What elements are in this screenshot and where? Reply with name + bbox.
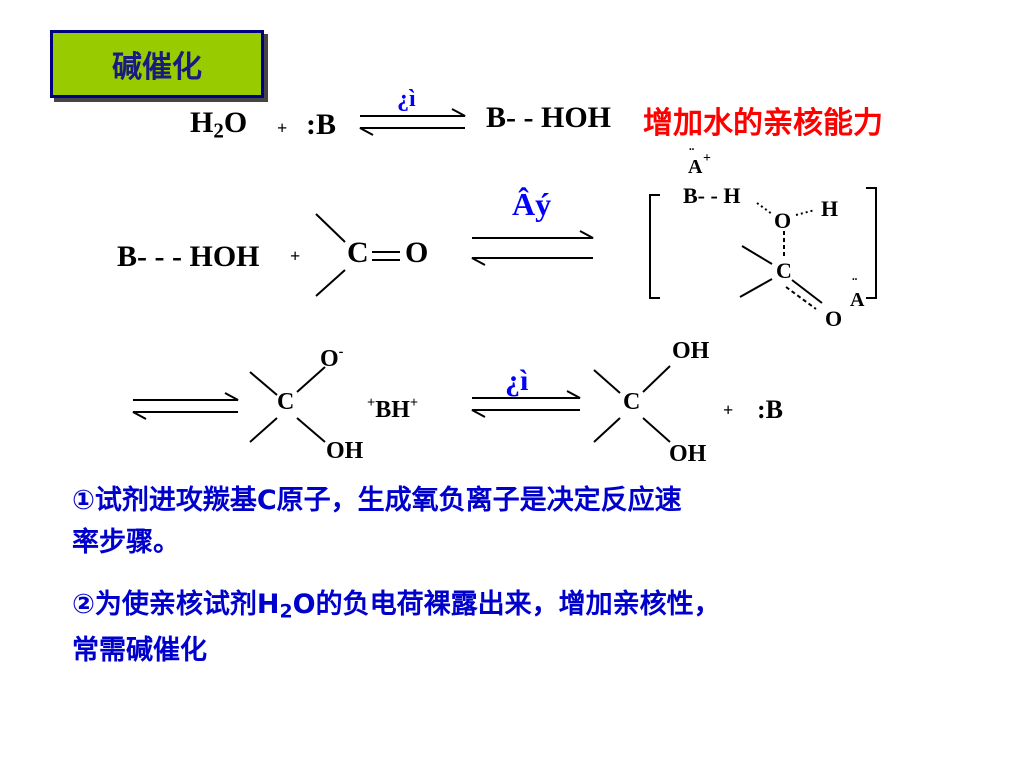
ts-partial-a-bottom: A	[850, 289, 865, 311]
ts-partial-a-top: A	[688, 156, 703, 178]
equilibrium-arrow-4	[471, 390, 581, 418]
base-water-complex: B- - HOH	[486, 101, 611, 134]
note-1-line-2: 率步骤。	[72, 527, 180, 558]
alkoxide-bond-oh	[296, 417, 326, 443]
arrow-label-slow: Âý	[512, 186, 552, 222]
carbonyl-bond-upper	[315, 213, 346, 243]
diol-bond-upper-left	[593, 369, 621, 394]
ts-bond-upper	[741, 245, 773, 265]
ts-bond-lower	[739, 278, 773, 298]
note-2-line-2: 常需碱催化	[72, 635, 207, 666]
ts-lone-pair-top: ¨	[689, 146, 695, 163]
equilibrium-arrow-2	[471, 230, 594, 266]
ts-bond-co-2	[785, 286, 817, 310]
ts-partial-plus: +	[703, 151, 711, 166]
ts-carbonyl-oxygen: O	[825, 306, 843, 331]
alkoxide-oxygen: O-	[320, 344, 344, 373]
alkoxide-bond-lower-left	[249, 417, 278, 443]
ts-carbon: C	[776, 258, 792, 283]
diol-hydroxyl-top: OH	[672, 338, 710, 364]
note-1-line-1: ①试剂进攻羰基C原子，生成氧负离子是决定反应速	[72, 485, 682, 516]
diol-bond-oh-bottom	[642, 417, 671, 443]
carbonyl-bond-lower	[315, 269, 346, 297]
protonated-base: +BH+	[367, 395, 419, 424]
ts-hydrogen: H	[821, 196, 839, 221]
ts-lone-pair-bottom: ¨	[852, 276, 858, 293]
ts-bond-o-h	[795, 209, 816, 216]
plus-sign-3: +	[723, 400, 734, 420]
diol-carbon: C	[623, 389, 641, 415]
annotation-nucleophilicity: 增加水的亲核能力	[643, 106, 883, 141]
water-formula: H2O	[190, 106, 248, 143]
base-1: :B	[306, 108, 336, 141]
alkoxide-carbon: C	[277, 389, 295, 415]
base-water-reactant: B- - - HOH	[117, 240, 260, 273]
plus-sign-2: +	[290, 246, 301, 266]
alkoxide-bond-o	[296, 366, 326, 393]
carbonyl-oxygen: O	[405, 236, 429, 269]
equilibrium-arrow-3	[132, 392, 239, 420]
ts-bond-co-1	[791, 279, 823, 304]
ts-base-hydrogen: B- - H	[683, 183, 741, 208]
note-2-line-1: ②为使亲核试剂H2O的负电荷裸露出来，增加亲核性，	[72, 589, 721, 623]
arrow-label-fast-1: ¿ì	[397, 86, 416, 112]
carbonyl-carbon: C	[347, 236, 369, 269]
title-box: 碱催化	[50, 30, 264, 98]
ts-oxygen: O	[774, 208, 792, 233]
base-regenerated: :B	[757, 395, 783, 424]
diol-bond-lower-left	[593, 417, 621, 443]
plus-sign-1: +	[277, 118, 288, 138]
ts-bracket-left	[649, 194, 660, 299]
alkoxide-bond-upper-left	[249, 371, 278, 396]
title-text: 碱催化	[112, 50, 202, 85]
arrow-label-fast-2: ¿ì	[505, 364, 529, 397]
equilibrium-arrow-1	[359, 108, 466, 136]
ts-bond-h-o	[756, 202, 773, 215]
ts-bracket-right	[866, 187, 877, 299]
diol-bond-oh-top	[642, 365, 671, 393]
alkoxide-hydroxyl: OH	[326, 438, 364, 464]
diol-hydroxyl-bottom: OH	[669, 441, 707, 467]
